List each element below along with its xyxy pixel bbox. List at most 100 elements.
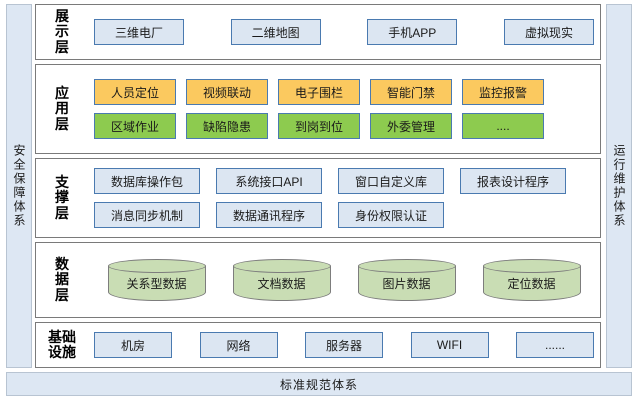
node-label: 人员定位 — [110, 85, 159, 100]
node-row: 机房 网络 服务器 WIFI...... — [94, 332, 594, 358]
data-store-cylinder[interactable]: 文档数据 — [232, 259, 331, 301]
node-label: 智能门禁 — [386, 85, 435, 100]
node-box[interactable]: 区域作业 — [94, 113, 176, 139]
node-box[interactable]: 报表设计程序 — [460, 168, 566, 194]
layer-title-presentation: 展示层 — [36, 5, 88, 59]
node-row: 区域作业 缺陷隐患 到岗到位 外委管理.... — [94, 113, 594, 139]
node-box[interactable]: 服务器 — [305, 332, 383, 358]
layer-title-char: 示 — [55, 23, 69, 40]
node-box[interactable]: 网络 — [199, 332, 278, 358]
cylinder-top-ellipse — [482, 259, 581, 273]
cylinder-label: 定位数据 — [507, 276, 556, 291]
cylinder-label: 关系型数据 — [126, 276, 187, 291]
node-label: 区域作业 — [110, 119, 159, 134]
layer-data: 数据层 关系型数据 文档数据 图片数据 定位数据 — [35, 242, 601, 318]
node-row: 数据库操作包 系统接口API 窗口自定义库 报表设计程序 — [94, 168, 594, 194]
node-label: 数据通讯程序 — [232, 208, 305, 223]
node-placeholder — [460, 202, 566, 228]
node-label: 到岗到位 — [294, 119, 343, 134]
node-box[interactable]: 数据通讯程序 — [216, 202, 322, 228]
security-assurance-rail-label: 安全保障体系 — [12, 144, 26, 228]
layer-body-data: 关系型数据 文档数据 图片数据 定位数据 — [88, 243, 600, 317]
node-box[interactable]: 系统接口API — [216, 168, 322, 194]
node-row: 消息同步机制 数据通讯程序 身份权限认证 — [94, 202, 594, 228]
node-label: 消息同步机制 — [110, 208, 183, 223]
node-label: 身份权限认证 — [354, 208, 427, 223]
layer-title-support: 支撑层 — [36, 159, 88, 237]
layer-body-application: 人员定位 视频联动 电子围栏 智能门禁 监控报警区域作业 缺陷隐患 到岗到位 外委管理.... — [88, 65, 600, 153]
node-label: 电子围栏 — [294, 85, 343, 100]
node-label: 视频联动 — [202, 85, 251, 100]
node-box[interactable]: 缺陷隐患 — [186, 113, 268, 139]
node-label: 手机APP — [388, 25, 437, 40]
node-box[interactable]: 人员定位 — [94, 79, 176, 105]
node-box[interactable]: 身份权限认证 — [338, 202, 444, 228]
node-box[interactable]: 到岗到位 — [278, 113, 360, 139]
node-label: 外委管理 — [386, 119, 435, 134]
node-box[interactable]: 智能门禁 — [370, 79, 452, 105]
node-box[interactable]: 机房 — [94, 332, 172, 358]
node-box[interactable]: 监控报警 — [462, 79, 544, 105]
data-store-cylinder[interactable]: 图片数据 — [357, 259, 456, 301]
cylinder-top-ellipse — [232, 259, 331, 273]
node-box[interactable]: 电子围栏 — [278, 79, 360, 105]
layer-title-char: 数 — [55, 256, 69, 273]
node-box[interactable]: 虚拟现实 — [503, 19, 594, 45]
layer-title-char: 用 — [55, 100, 69, 117]
cylinder-label: 图片数据 — [382, 276, 431, 291]
layer-presentation: 展示层 三维电厂 二维地图 手机APP 虚拟现实 — [35, 4, 601, 60]
operation-maintenance-rail-label: 运行维护体系 — [612, 144, 626, 228]
node-box[interactable]: WIFI — [410, 332, 489, 358]
data-store-cylinder[interactable]: 关系型数据 — [107, 259, 206, 301]
layer-title-char: 展 — [55, 8, 69, 25]
node-label: 机房 — [120, 338, 145, 353]
layer-title-application: 应用层 — [36, 65, 88, 153]
node-label: 窗口自定义库 — [354, 174, 427, 189]
node-label: 监控报警 — [478, 85, 527, 100]
layer-title-char: 础 — [62, 328, 76, 345]
layer-title-char: 基 — [48, 328, 62, 345]
standard-specification-label: 标准规范体系 — [279, 377, 358, 392]
layer-title-char: 撑 — [55, 189, 69, 206]
node-label: 三维电厂 — [114, 25, 163, 40]
layer-body-infrastructure: 机房 网络 服务器 WIFI...... — [88, 323, 600, 367]
cylinder-top-ellipse — [107, 259, 206, 273]
node-row: 人员定位 视频联动 电子围栏 智能门禁 监控报警 — [94, 79, 594, 105]
layer-title-char: 层 — [55, 115, 69, 132]
cylinder-top-ellipse — [357, 259, 456, 273]
node-box[interactable]: 外委管理 — [370, 113, 452, 139]
node-box[interactable]: 消息同步机制 — [94, 202, 200, 228]
node-label: 数据库操作包 — [110, 174, 183, 189]
layer-title-char: 层 — [55, 204, 69, 221]
layer-infrastructure: 基础设施 机房 网络 服务器 WIFI...... — [35, 322, 601, 368]
layer-body-support: 数据库操作包 系统接口API 窗口自定义库 报表设计程序消息同步机制 数据通讯程序 身份权… — [88, 159, 600, 237]
node-box[interactable]: 手机APP — [367, 19, 458, 45]
cylinder-row: 关系型数据 文档数据 图片数据 定位数据 — [94, 259, 594, 301]
node-box[interactable]: 数据库操作包 — [94, 168, 200, 194]
layer-title-data: 数据层 — [36, 243, 88, 317]
layer-body-presentation: 三维电厂 二维地图 手机APP 虚拟现实 — [88, 5, 600, 59]
layer-title-char: 层 — [55, 286, 69, 303]
cylinder-label: 文档数据 — [257, 276, 306, 291]
node-box[interactable]: 视频联动 — [186, 79, 268, 105]
node-box[interactable]: .... — [462, 113, 544, 139]
layer-application: 应用层 人员定位 视频联动 电子围栏 智能门禁 监控报警区域作业 缺陷隐患 到岗到位 外委管理.… — [35, 64, 601, 154]
node-label: WIFI — [436, 338, 463, 352]
data-store-cylinder[interactable]: 定位数据 — [482, 259, 581, 301]
node-label: 缺陷隐患 — [202, 119, 251, 134]
node-label: ...... — [544, 338, 565, 352]
layer-title-infrastructure: 基础设施 — [36, 323, 88, 367]
node-box[interactable]: 二维地图 — [230, 19, 321, 45]
layer-title-char: 应 — [55, 85, 69, 102]
node-box[interactable]: 窗口自定义库 — [338, 168, 444, 194]
operation-maintenance-rail: 运行维护体系 — [606, 4, 632, 368]
node-box[interactable]: ...... — [516, 332, 594, 358]
node-label: 虚拟现实 — [524, 25, 573, 40]
node-label: 报表设计程序 — [476, 174, 549, 189]
node-box[interactable]: 三维电厂 — [94, 19, 184, 45]
node-label: 二维地图 — [251, 25, 300, 40]
layer-support: 支撑层 数据库操作包 系统接口API 窗口自定义库 报表设计程序消息同步机制 数据通讯程序… — [35, 158, 601, 238]
node-label: 网络 — [226, 338, 251, 353]
node-row: 三维电厂 二维地图 手机APP 虚拟现实 — [94, 19, 594, 45]
node-label: 服务器 — [325, 338, 362, 353]
